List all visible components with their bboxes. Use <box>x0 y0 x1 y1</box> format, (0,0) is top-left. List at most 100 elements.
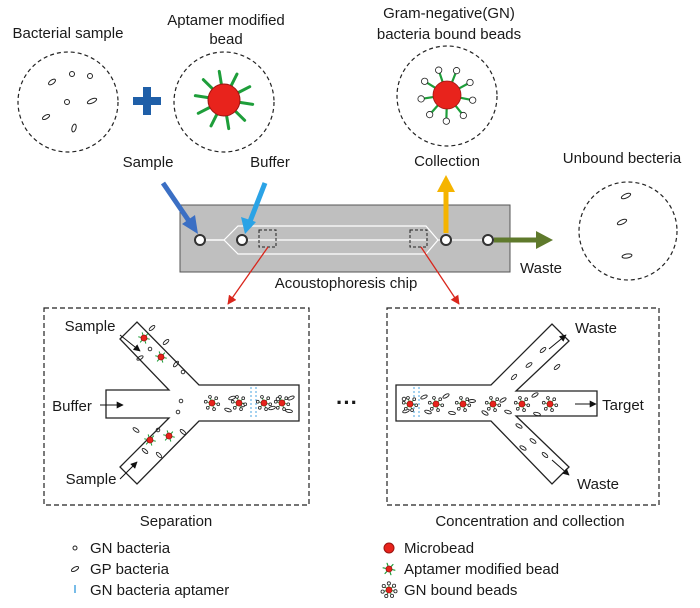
concentration-caption: Concentration and collection <box>435 513 624 530</box>
separation-sample-top-arrow <box>119 334 141 352</box>
separation-sample-top-label: Sample <box>65 318 116 335</box>
chip-waste-label: Waste <box>520 260 562 277</box>
gp-bacterium <box>541 452 549 458</box>
aptamer-strand <box>238 100 255 106</box>
separation-caption: Separation <box>140 513 213 530</box>
concentration-panel <box>386 307 660 506</box>
zoom-region-collection <box>409 229 428 248</box>
gp-bacterium <box>268 405 276 411</box>
gn-bound-bead <box>401 396 419 412</box>
gn-bound-bead-icon <box>380 581 398 599</box>
aptamer-strand <box>236 85 252 95</box>
gp-bacterium <box>519 445 527 451</box>
gp-bacterium <box>468 399 476 403</box>
gp-bacterium <box>287 395 295 401</box>
bacterial-sample-label: Bacterial sample <box>13 25 124 42</box>
concentration-waste-top-label: Waste <box>575 320 617 337</box>
gp-bacterium <box>553 364 561 370</box>
gn-bound-bead <box>484 396 502 412</box>
separation-sample-bottom-arrow <box>119 461 138 480</box>
gp-bacterium <box>179 429 187 435</box>
collection-port <box>440 234 452 246</box>
zoom-pointer-collection <box>420 246 460 305</box>
waste-port <box>482 234 494 246</box>
gn-bound-beads-label-line1: Gram-negative(GN) <box>383 5 515 22</box>
buffer-inlet-arrow <box>241 182 268 234</box>
gn-bacterium <box>178 398 184 404</box>
gp-bacterium <box>481 410 489 416</box>
gp-bacterium <box>448 410 456 416</box>
gp-bacterium <box>141 448 149 454</box>
gn-bound-bead <box>541 396 559 412</box>
gn-bacterium <box>180 369 186 375</box>
aptamer-strand <box>209 112 219 128</box>
gp-bacterium <box>504 409 512 415</box>
gn-bacterium <box>401 396 407 402</box>
separation-buffer-label: Buffer <box>52 398 92 415</box>
aptamer-bead <box>155 351 167 363</box>
gp-bacterium <box>424 409 432 415</box>
gn-bacterium <box>155 427 161 433</box>
gn-bound-bead <box>230 395 248 411</box>
gp-bacterium <box>510 373 518 381</box>
buffer-port <box>236 234 248 246</box>
acoustophoresis-chip <box>179 204 511 273</box>
gn-bound-bead <box>255 395 273 411</box>
chip-collection-label: Collection <box>414 153 480 170</box>
unbound-bacteria-circle <box>578 181 678 281</box>
legend-gn-bound-icon <box>380 581 398 599</box>
separation-channel <box>105 321 300 485</box>
legend-aptamer-bead-icon <box>382 562 396 576</box>
sample-inlet-arrow <box>160 181 198 234</box>
aptamer-bead-core <box>207 83 241 117</box>
separation-panel <box>43 307 310 506</box>
legend-gn-bacteria-icon <box>72 545 78 551</box>
gn-bound-bead <box>273 395 291 411</box>
aptamer-bead <box>163 430 175 442</box>
aptamer-strand <box>196 105 212 115</box>
aptamer-bead-icon <box>382 562 396 576</box>
gn-bound-bead <box>513 396 531 412</box>
aptamer-bead <box>144 434 156 446</box>
gp-bacterium <box>420 394 428 400</box>
aptamer-strand <box>193 94 210 100</box>
gp-bacterium <box>529 438 537 444</box>
separation-sample-bottom-label: Sample <box>66 471 117 488</box>
concentration-particles <box>401 347 561 458</box>
concentration-waste-top-arrow <box>548 334 567 350</box>
gp-bacterium <box>224 407 232 413</box>
legend-aptamer: GN bacteria aptamer <box>90 582 229 599</box>
aptamer-bead-label-line2: bead <box>209 31 242 48</box>
gp-bacterium <box>136 355 144 361</box>
aptamer-strand <box>229 72 239 88</box>
concentration-waste-bottom-arrow <box>551 459 570 476</box>
bacterial-sample-circle <box>17 51 119 153</box>
aptamer-bead-circle <box>173 51 275 153</box>
zoom-pointer-separation <box>227 246 269 305</box>
aptamer-strands <box>193 69 255 131</box>
gp-bacterium <box>525 362 533 368</box>
aptamer-strand <box>201 78 215 91</box>
gn-bound-bead-large <box>417 66 477 125</box>
gp-bacterium <box>533 411 541 417</box>
collection-outlet-arrow <box>437 175 455 233</box>
legend-aptamer-bead: Aptamer modified bead <box>404 561 559 578</box>
gn-bound-beads-label-line2: bacteria bound beads <box>377 26 521 43</box>
concentration-channel <box>395 323 598 485</box>
gp-bacterium <box>499 397 507 403</box>
aptamer-strand <box>217 69 223 86</box>
ellipsis-icon: ··· <box>336 390 358 415</box>
legend: GN bacteria GP bacteria GN bacteria apta… <box>70 540 559 599</box>
chip-buffer-label: Buffer <box>250 154 290 171</box>
chip-name-label: Acoustophoresis chip <box>275 275 418 292</box>
gp-bacterium <box>132 427 140 433</box>
concentration-target-label: Target <box>602 397 645 414</box>
separation-particles <box>132 325 295 459</box>
legend-gp-bacteria-icon <box>70 565 80 573</box>
separation-nodes <box>250 387 257 419</box>
legend-microbead-icon <box>383 542 395 554</box>
bacteria-in-sample <box>41 71 98 133</box>
chip-sample-label: Sample <box>123 154 174 171</box>
gn-bacterium <box>175 409 181 415</box>
aptamer-strand <box>225 114 231 131</box>
